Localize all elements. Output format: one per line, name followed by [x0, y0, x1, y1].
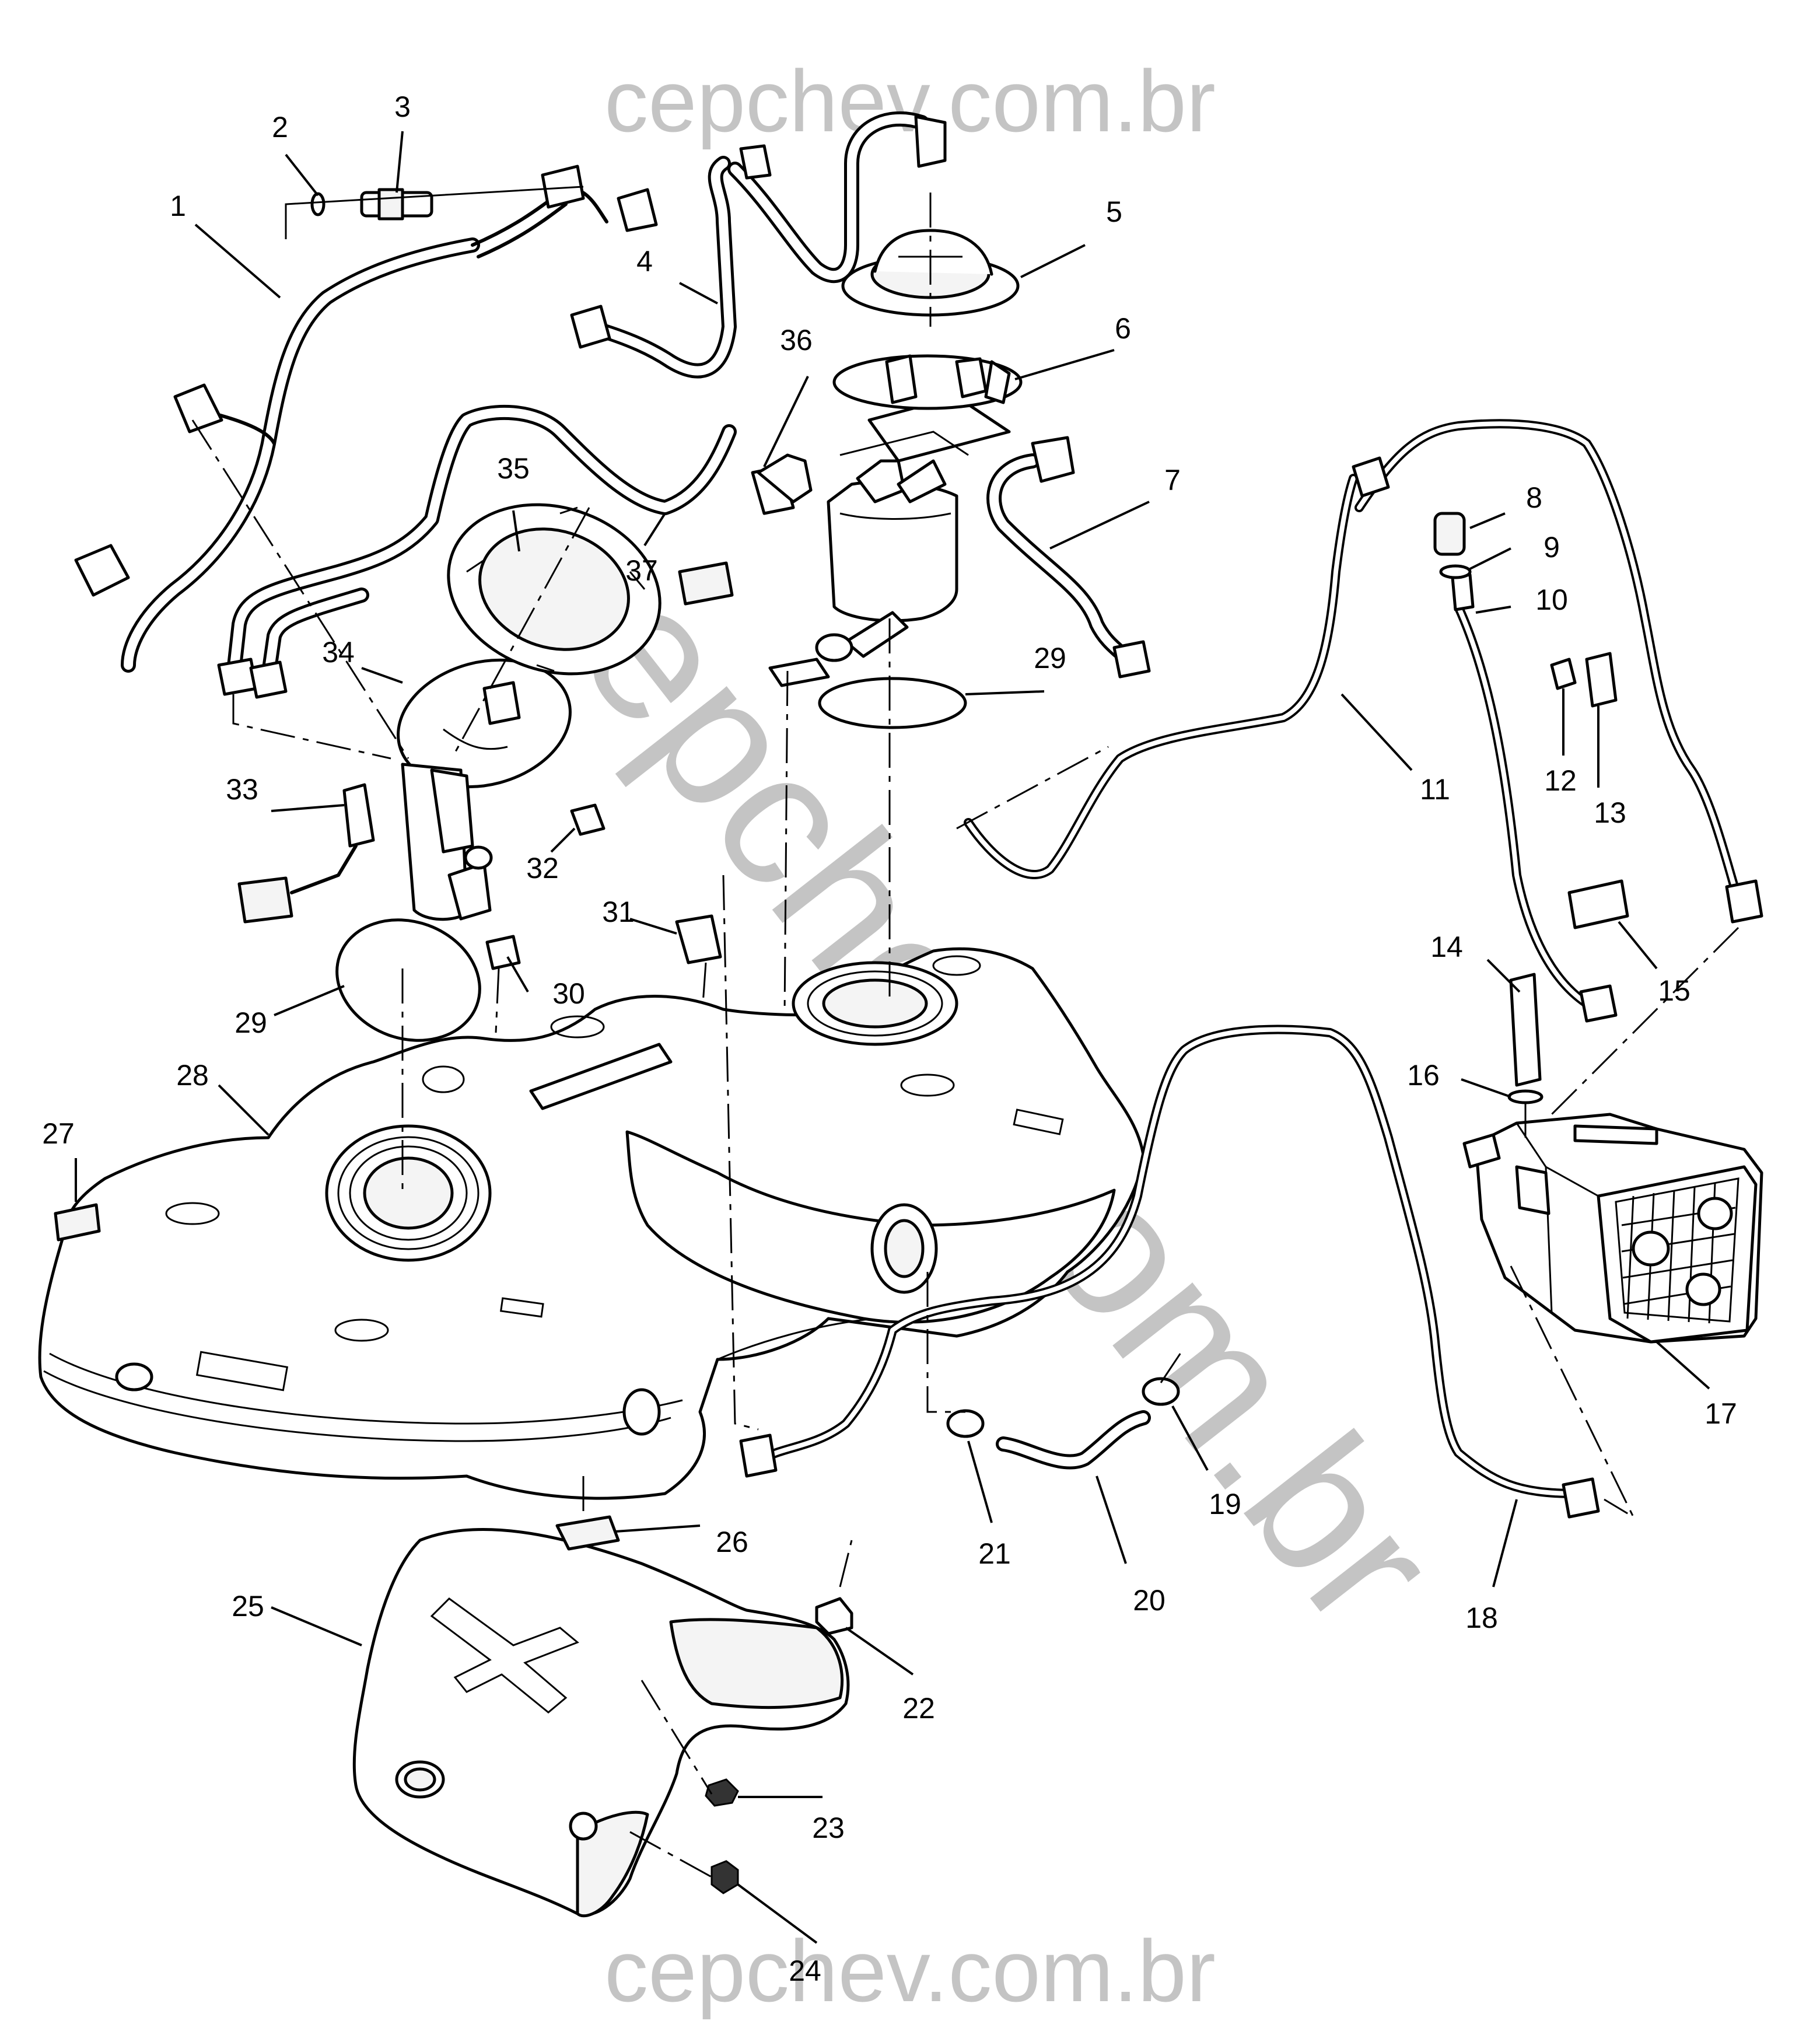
connector-33-boot — [237, 876, 293, 924]
fuel-tank — [38, 947, 1145, 1500]
callout-labels: 1 2 3 4 5 6 7 8 9 10 11 12 13 14 15 16 1… — [42, 90, 1737, 1987]
fuel-feed-pipe — [570, 111, 947, 379]
vent-valve-14 — [1509, 973, 1542, 1087]
sensor-3 — [360, 188, 433, 221]
clamp-19 — [1142, 1377, 1180, 1406]
seal-2 — [310, 192, 326, 216]
shield-pad — [555, 1515, 620, 1551]
evap-canister — [1462, 1113, 1763, 1344]
watermark-top: cepchev.com.br — [604, 52, 1216, 150]
gasket-secondary — [335, 918, 481, 1042]
callout-7: 7 — [1164, 464, 1181, 496]
clamp-21 — [946, 1409, 985, 1438]
leader-lines — [75, 131, 1710, 1944]
callout-26: 26 — [716, 1526, 748, 1558]
callout-3: 3 — [394, 90, 411, 123]
fuel-tank-shield — [352, 1528, 850, 1918]
seal-16 — [1507, 1089, 1544, 1104]
gasket-primary — [818, 677, 967, 729]
callout-29-upper: 29 — [1034, 642, 1066, 674]
callout-15: 15 — [1658, 974, 1690, 1007]
vapor-hose — [986, 436, 1151, 679]
cap-8 — [1433, 512, 1466, 556]
callout-10: 10 — [1535, 583, 1568, 616]
callout-12: 12 — [1544, 764, 1577, 797]
callout-25: 25 — [232, 1590, 264, 1623]
callout-8: 8 — [1526, 481, 1542, 514]
lock-ring-primary — [841, 229, 1020, 317]
shield-grommet — [815, 1597, 853, 1635]
filler-hose-20 — [996, 1410, 1151, 1470]
connector-32 — [570, 803, 606, 836]
callout-19: 19 — [1209, 1488, 1241, 1520]
insulator-pad — [54, 1203, 101, 1242]
callout-9: 9 — [1544, 531, 1560, 564]
callout-35: 35 — [497, 452, 530, 485]
callout-22: 22 — [902, 1692, 935, 1725]
callout-31: 31 — [602, 896, 635, 928]
callout-14: 14 — [1430, 931, 1463, 963]
purge-hose-10 — [1451, 573, 1618, 1023]
callout-24: 24 — [789, 1954, 821, 1987]
callout-32: 32 — [526, 852, 559, 884]
callout-34: 34 — [322, 636, 355, 669]
callout-13: 13 — [1594, 796, 1626, 829]
callout-29-lower: 29 — [235, 1006, 267, 1039]
connector-33 — [342, 783, 375, 848]
clip-12 — [1550, 658, 1577, 690]
callout-17: 17 — [1704, 1397, 1737, 1430]
callout-5: 5 — [1106, 195, 1122, 228]
evap-pipe-11 — [964, 419, 1763, 924]
shield-retainer-24 — [710, 1860, 739, 1894]
bracket-15 — [1567, 879, 1629, 929]
connector-37-boot — [678, 561, 734, 606]
callout-37: 37 — [625, 554, 658, 587]
alignment-lines — [191, 193, 1740, 1880]
callout-4: 4 — [636, 245, 653, 278]
connector-31 — [675, 914, 722, 964]
shield-retainer-23 — [705, 1778, 739, 1807]
callout-11: 11 — [1420, 773, 1450, 806]
clamp-9 — [1439, 564, 1472, 579]
watermark-bottom: cepchev.com.br — [604, 1922, 1216, 2020]
callout-1: 1 — [170, 190, 186, 222]
callout-36: 36 — [780, 324, 813, 356]
callout-6: 6 — [1115, 312, 1131, 345]
fill-pipe-18 — [739, 1025, 1600, 1519]
callout-30: 30 — [552, 977, 585, 1010]
wiring-harness — [74, 165, 658, 673]
grommet-30 — [485, 935, 521, 970]
crossover-pipe — [217, 404, 737, 699]
callout-23: 23 — [812, 1812, 845, 1844]
callout-27: 27 — [42, 1117, 75, 1150]
fuel-sender-secondary — [397, 658, 572, 921]
lock-ring-secondary — [447, 503, 662, 676]
callout-33: 33 — [226, 773, 258, 806]
callout-16: 16 — [1407, 1059, 1440, 1092]
clip-13 — [1585, 652, 1618, 708]
callout-21: 21 — [978, 1537, 1011, 1570]
fuel-pump-module-primary — [768, 354, 1023, 687]
callout-28: 28 — [176, 1059, 209, 1092]
callout-2: 2 — [272, 111, 288, 144]
callout-20: 20 — [1133, 1584, 1166, 1617]
callout-18: 18 — [1465, 1602, 1498, 1634]
